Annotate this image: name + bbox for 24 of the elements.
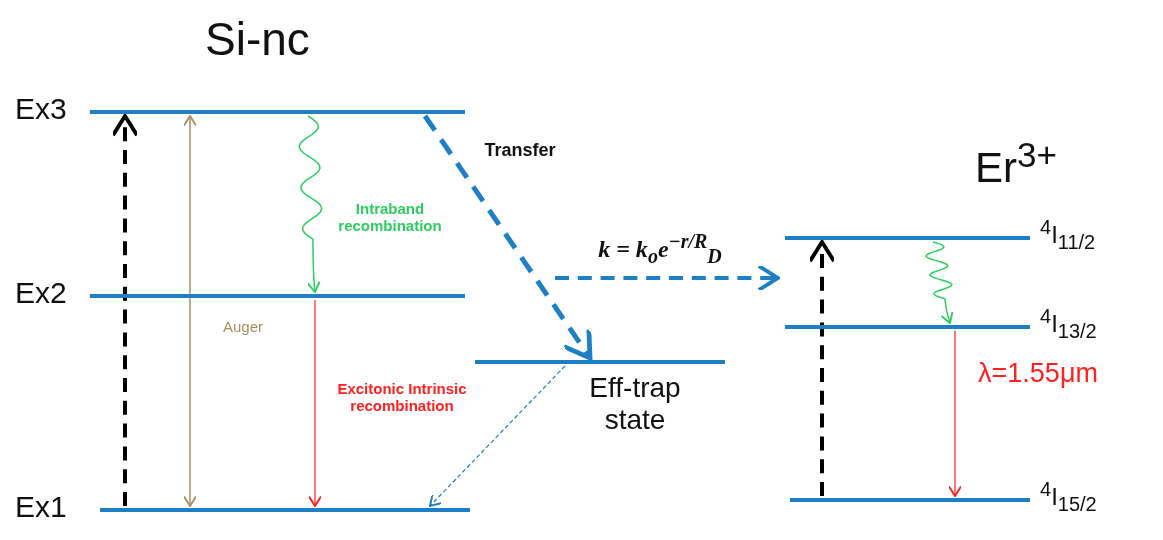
arrow: [183, 115, 197, 507]
arrow: [948, 330, 962, 497]
level-label: $^{4}$I$_{13/2}$: [1040, 305, 1097, 343]
edge-label: Intraband recombination: [337, 200, 443, 234]
edge-label: Excitonic Intrinsic recombination: [336, 380, 468, 414]
arrow: [111, 114, 139, 506]
level-label: Ex1: [15, 490, 67, 524]
arrow: [308, 299, 322, 507]
edge-label: Transfer: [483, 140, 557, 161]
arrow: [808, 240, 836, 496]
edge-label: Auger: [222, 318, 264, 335]
wavy-arrow: [298, 115, 323, 293]
group-heading: Si-nc: [205, 12, 310, 66]
arrow: [422, 114, 593, 361]
wavy-arrow: [925, 241, 954, 324]
level-label: Ex3: [15, 92, 67, 126]
arrow: [429, 365, 566, 507]
level-label: Eff-trap state: [588, 372, 682, 437]
level-label: $^{4}$I$_{11/2}$: [1040, 216, 1096, 254]
arrow: [555, 264, 780, 292]
level-label: $^{4}$I$_{15/2}$: [1040, 478, 1097, 516]
level-label: Ex2: [15, 276, 67, 310]
group-heading: Er$^{3+}$: [975, 135, 1057, 192]
edge-label: λ=1.55μm: [977, 358, 1099, 389]
